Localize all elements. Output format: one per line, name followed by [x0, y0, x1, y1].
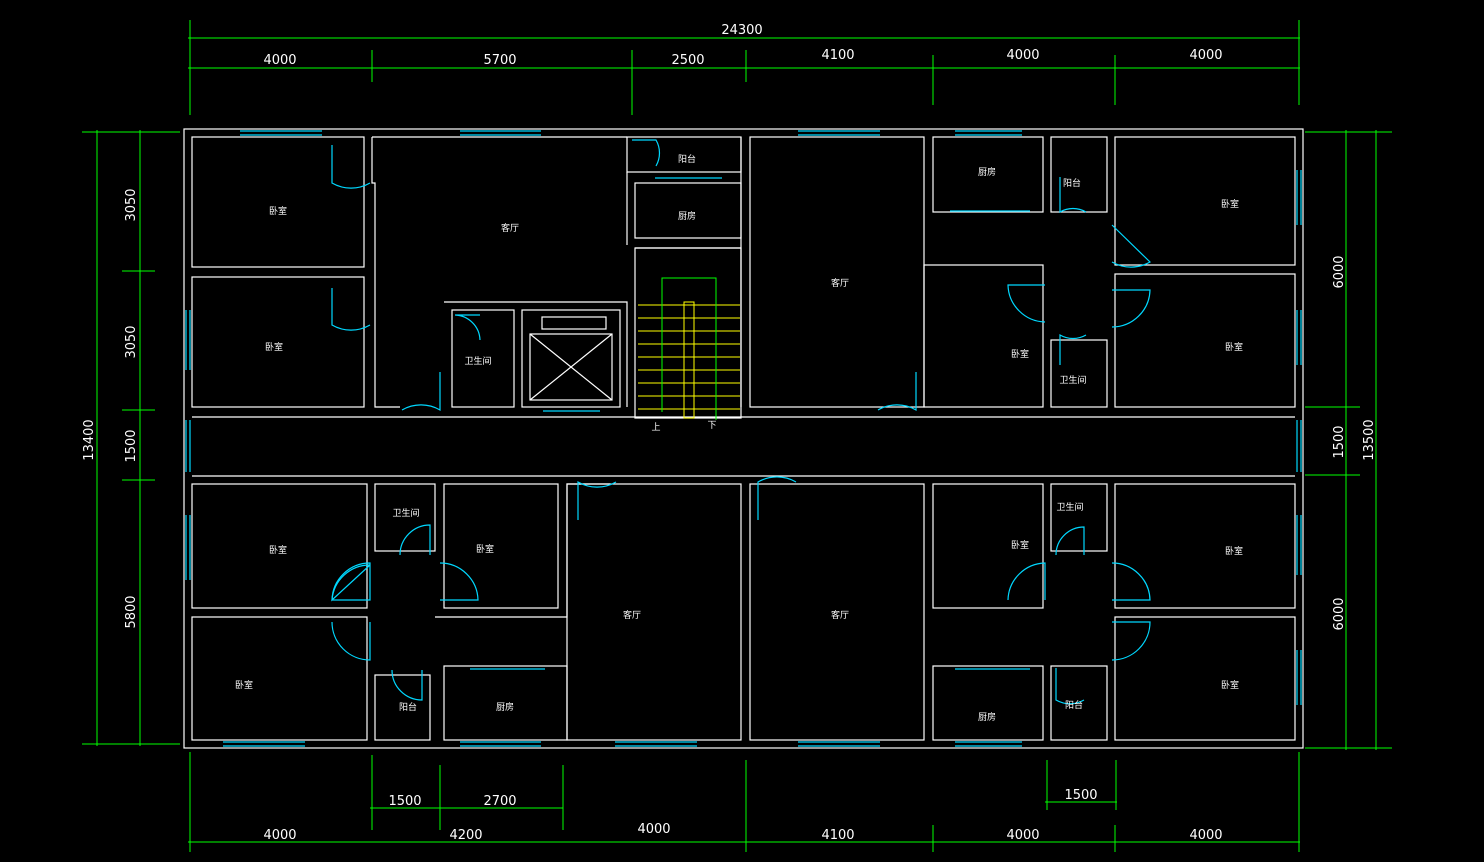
dim-bottom-seg-6: 4000 [1189, 828, 1222, 843]
room-label-bedroom: 卧室 [269, 205, 287, 217]
dim-right-seg-3: 6000 [1332, 597, 1347, 630]
room-label-bedroom: 卧室 [265, 341, 283, 353]
room-label-kitchen: 厨房 [496, 701, 514, 713]
dim-bottom-seg-5: 4000 [1006, 828, 1039, 843]
room-label-bathroom: 卫生间 [1056, 501, 1083, 513]
room-label-living: 客厅 [831, 609, 849, 621]
room-label-bathroom: 卫生间 [1059, 374, 1086, 386]
room-label-bathroom: 卫生间 [392, 507, 419, 519]
dim-top-seg-6: 4000 [1189, 48, 1222, 63]
room-label-living: 客厅 [501, 222, 519, 234]
dim-bottom-right-inner: 1500 [1064, 788, 1097, 803]
dim-left-seg-2: 3050 [124, 325, 139, 358]
room-label-bedroom: 卧室 [269, 544, 287, 556]
doors [331, 139, 1151, 705]
dim-bottom-inner-2: 2700 [483, 794, 516, 809]
room-label-bedroom: 卧室 [1221, 679, 1239, 691]
room-labels: 卧室 卧室 客厅 阳台 厨房 卫生间 上 下 客厅 厨房 阳台 卧室 卧室 卧室… [235, 153, 1243, 723]
dim-top-seg-3: 2500 [671, 53, 704, 68]
dim-right-seg-1: 6000 [1332, 255, 1347, 288]
room-label-bedroom: 卧室 [1221, 198, 1239, 210]
windows [185, 130, 1302, 747]
dim-bottom-seg-2: 4200 [449, 828, 482, 843]
dim-top-total: 24300 [721, 23, 762, 38]
room-label-bedroom: 卧室 [1225, 545, 1243, 557]
dim-top-seg-5: 4000 [1006, 48, 1039, 63]
room-label-bedroom: 卧室 [1011, 539, 1029, 551]
room-label-living: 客厅 [831, 277, 849, 289]
dimension-lines [82, 20, 1392, 852]
dim-right-seg-2: 1500 [1332, 425, 1347, 458]
dim-bottom-inner-1: 1500 [388, 794, 421, 809]
walls [183, 128, 1304, 749]
room-label-bedroom: 卧室 [1225, 341, 1243, 353]
dim-left-total: 13400 [82, 419, 97, 460]
room-label-bedroom: 卧室 [476, 543, 494, 555]
room-label-kitchen: 厨房 [978, 166, 996, 178]
room-label-bedroom: 卧室 [235, 679, 253, 691]
dim-left-seg-4: 5800 [124, 595, 139, 628]
room-label-living: 客厅 [623, 609, 641, 621]
dimension-labels: 24300 4000 5700 2500 4100 4000 4000 1500… [82, 23, 1377, 843]
dim-bottom-seg-1: 4000 [263, 828, 296, 843]
room-label-balcony: 阳台 [1065, 699, 1083, 711]
dim-bottom-seg-4: 4100 [821, 828, 854, 843]
stair [638, 277, 740, 420]
room-label-balcony: 阳台 [678, 153, 696, 165]
dim-right-total: 13500 [1362, 419, 1377, 460]
room-label-bedroom: 卧室 [1011, 348, 1029, 360]
room-label-bathroom: 卫生间 [464, 355, 491, 367]
dim-left-seg-3: 1500 [124, 429, 139, 462]
dim-top-seg-4: 4100 [821, 48, 854, 63]
room-label-balcony: 阳台 [1063, 177, 1081, 189]
stair-down-label: 下 [707, 421, 716, 431]
room-label-kitchen: 厨房 [678, 210, 696, 222]
dim-top-seg-1: 4000 [263, 53, 296, 68]
dim-left-seg-1: 3050 [124, 188, 139, 221]
dim-top-seg-2: 5700 [483, 53, 516, 68]
dim-bottom-seg-3: 4000 [637, 822, 670, 837]
room-label-kitchen: 厨房 [978, 711, 996, 723]
room-label-balcony: 阳台 [399, 701, 417, 713]
stair-up-label: 上 [651, 422, 660, 433]
